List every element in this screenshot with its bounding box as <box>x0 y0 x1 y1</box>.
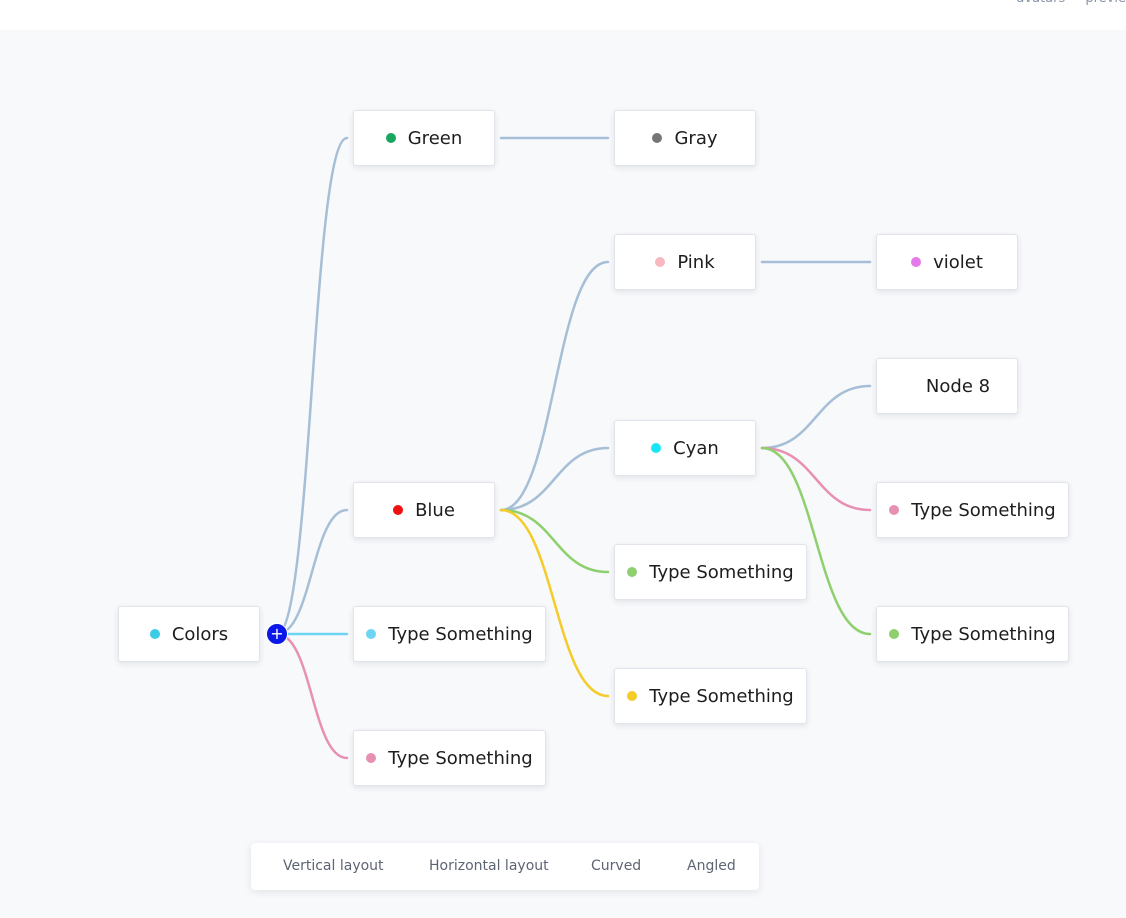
node-label: Type Something <box>649 685 794 707</box>
node-dot <box>652 133 663 143</box>
node-label: Colors <box>171 623 229 645</box>
edge-cyan-node8 <box>760 384 872 450</box>
plus-icon: + <box>270 624 284 643</box>
node-dot <box>385 133 396 143</box>
node-violet[interactable]: violet <box>876 234 1018 290</box>
edge-blue-ts_blue_yellow <box>499 508 610 698</box>
node-type-something[interactable]: Type Something <box>876 606 1069 662</box>
node-label: Type Something <box>388 747 533 769</box>
layout-toolbar: Vertical layout Horizontal layout Curved… <box>251 843 759 890</box>
node-dot <box>655 257 666 267</box>
node-blue[interactable]: Blue <box>353 482 495 538</box>
node-green[interactable]: Green <box>353 110 495 166</box>
edge-blue-pink <box>499 260 610 512</box>
node-type-something[interactable]: Type Something <box>614 668 807 724</box>
horizontal-layout-button[interactable]: Horizontal layout <box>429 858 549 874</box>
curved-button[interactable]: Curved <box>591 858 642 874</box>
node-dot <box>627 567 638 577</box>
angled-button[interactable]: Angled <box>687 858 736 874</box>
node-label: violet <box>933 251 983 273</box>
node-label: Type Something <box>911 499 1056 521</box>
edge-colors-green <box>275 136 349 636</box>
node-dot <box>911 257 922 267</box>
node-type-something[interactable]: Type Something <box>353 606 546 662</box>
node-label: Cyan <box>673 437 719 459</box>
node-pink[interactable]: Pink <box>614 234 756 290</box>
edge-blue-ts_blue_green <box>499 508 610 574</box>
node-type-something[interactable]: Type Something <box>614 544 807 600</box>
node-label: Node 8 <box>925 375 991 397</box>
vertical-layout-button[interactable]: Vertical layout <box>283 858 384 874</box>
node-dot <box>889 505 900 515</box>
edge-cyan-ts_cyan_pink <box>760 446 872 512</box>
node-label: Type Something <box>649 561 794 583</box>
edge-colors-blue <box>275 508 349 636</box>
node-colors[interactable]: Colors <box>118 606 260 662</box>
node-label: Green <box>407 127 463 149</box>
edge-cyan-ts_cyan_green <box>760 446 872 636</box>
node-type-something[interactable]: Type Something <box>876 482 1069 538</box>
top-links: avatars previe <box>1000 0 1126 6</box>
node-label: Type Something <box>911 623 1056 645</box>
node-label: Blue <box>415 499 455 521</box>
edge-colors-ts_root_pink <box>275 632 349 760</box>
node-label: Gray <box>674 127 718 149</box>
node-dot <box>393 505 404 515</box>
node-label: Type Something <box>388 623 533 645</box>
top-link-avatars[interactable]: avatars <box>1016 0 1065 6</box>
top-link-preview[interactable]: previe <box>1085 0 1126 6</box>
node-dot <box>627 691 638 701</box>
node-label: Pink <box>677 251 715 273</box>
node-cyan[interactable]: Cyan <box>614 420 756 476</box>
top-bar: avatars previe <box>0 0 1126 30</box>
node-gray[interactable]: Gray <box>614 110 756 166</box>
edge-blue-cyan <box>499 446 610 512</box>
add-child-button[interactable]: + <box>266 623 288 645</box>
node-dot <box>366 753 377 763</box>
node-dot <box>149 629 160 639</box>
node-type-something[interactable]: Type Something <box>353 730 546 786</box>
node-dot <box>651 443 662 453</box>
node-dot <box>366 629 377 639</box>
node-node-8[interactable]: Node 8 <box>876 358 1018 414</box>
node-dot <box>889 629 900 639</box>
mind-map-canvas <box>0 30 1126 918</box>
